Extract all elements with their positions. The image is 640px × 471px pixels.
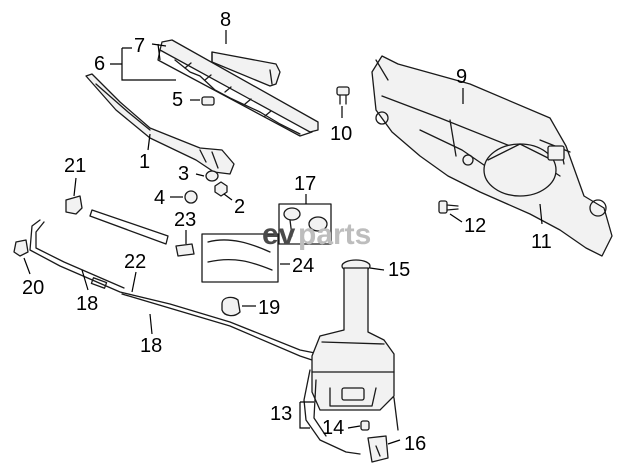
watermark-logo: ev parts — [262, 218, 371, 251]
part-7-wiper-blade — [157, 39, 319, 137]
part-3-cap — [205, 170, 219, 182]
leader-lines — [23, 30, 543, 445]
callout-17: 17 — [294, 173, 316, 195]
callout-18b: 18 — [140, 335, 162, 357]
callout-9: 9 — [456, 66, 467, 88]
callout-18a: 18 — [76, 293, 98, 315]
callout-22: 22 — [124, 251, 146, 273]
part-5-clip — [201, 96, 215, 106]
cowl-seal-strip — [89, 209, 169, 245]
callout-14: 14 — [322, 417, 344, 439]
watermark-suffix: parts — [298, 218, 371, 251]
part-19-elbow — [221, 296, 241, 317]
callout-24: 24 — [292, 255, 314, 277]
callout-3: 3 — [178, 163, 189, 185]
part-11-wiper-motor — [483, 143, 565, 197]
part-20-clip — [13, 239, 29, 257]
part-21-clip — [65, 195, 83, 215]
part-23-clip — [175, 243, 195, 257]
callout-21: 21 — [64, 155, 86, 177]
callout-7: 7 — [134, 35, 145, 57]
callout-15: 15 — [388, 259, 410, 281]
callout-1: 1 — [139, 151, 150, 173]
part-10-bolt — [336, 86, 350, 105]
part-12-bolt — [438, 200, 459, 214]
callout-labels: 7 6 8 5 1 3 2 4 9 10 11 12 21 20 18 22 1… — [22, 9, 552, 455]
callout-10: 10 — [330, 123, 352, 145]
callout-16: 16 — [404, 433, 426, 455]
callout-2: 2 — [234, 196, 245, 218]
part-24-hoses — [201, 233, 279, 283]
callout-20: 20 — [22, 277, 44, 299]
part-4-grommet — [184, 190, 198, 204]
callout-19: 19 — [258, 297, 280, 319]
callout-5: 5 — [172, 89, 183, 111]
part-17-washer-nozzles — [278, 203, 332, 245]
watermark-prefix: ev — [262, 218, 296, 251]
callout-23: 23 — [174, 209, 196, 231]
part-2-nut — [214, 181, 228, 197]
part-14-grommet — [360, 420, 370, 431]
callout-6: 6 — [94, 53, 105, 75]
callout-4: 4 — [154, 187, 165, 209]
callout-11: 11 — [531, 231, 552, 253]
part-13-washer-pump — [303, 369, 361, 455]
callout-13: 13 — [270, 403, 292, 425]
part-15-washer-reservoir — [311, 259, 395, 411]
part-16-level-sensor — [367, 435, 389, 463]
callout-8: 8 — [220, 9, 231, 31]
callout-12: 12 — [464, 215, 486, 237]
